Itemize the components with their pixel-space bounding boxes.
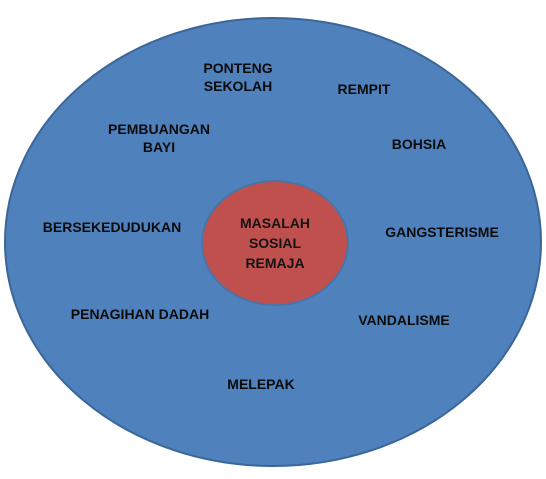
center-label: MASALAH SOSIAL REMAJA (240, 215, 310, 271)
label-gangsterisme: GANGSTERISME (385, 224, 499, 240)
label-bohsia: BOHSIA (391, 136, 447, 152)
label-melepak: MELEPAK (227, 376, 295, 392)
label-ponteng-sekolah: PONTENG SEKOLAH (203, 60, 273, 94)
label-penagihan-dadah: PENAGIHAN DADAH (70, 306, 210, 322)
label-bersekedudukan: BERSEKEDUDUKAN (42, 219, 182, 235)
label-pembuangan-bayi: PEMBUANGAN BAYI (108, 121, 210, 155)
label-rempit: REMPIT (337, 81, 391, 97)
label-vandalisme: VANDALISME (358, 312, 450, 328)
inner-ellipse (201, 180, 349, 306)
